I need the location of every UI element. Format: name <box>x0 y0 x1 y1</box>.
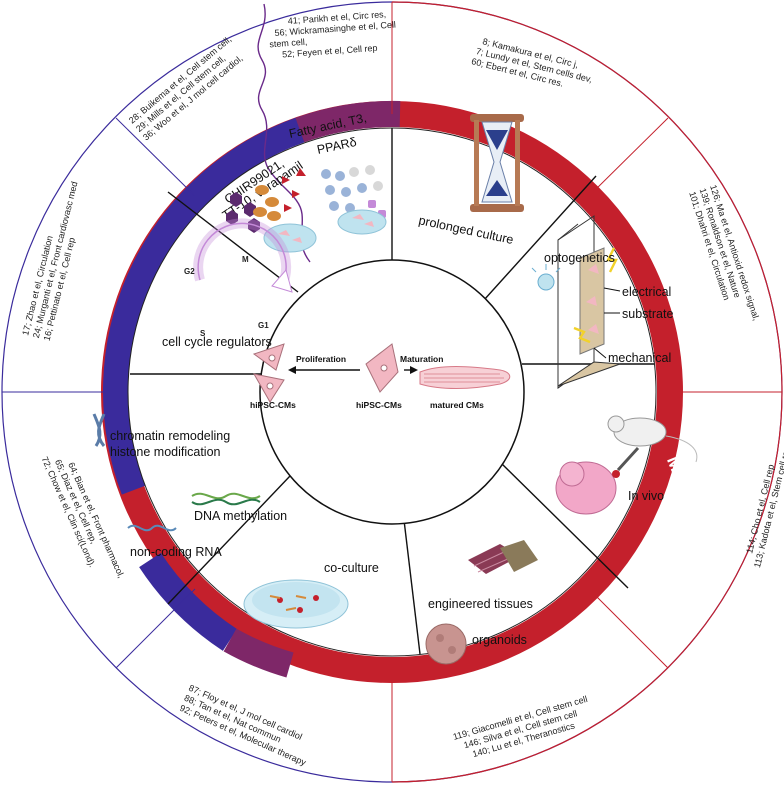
syringe-icon <box>612 446 640 478</box>
histone-label: histone modification <box>110 445 221 459</box>
in-vivo-label: In vivo <box>628 489 664 503</box>
dna-methylation-label: DNA methylation <box>194 509 287 523</box>
hipsc-cm-icon <box>365 343 399 393</box>
light-bulb-icon <box>531 264 561 291</box>
electrical-label: electrical <box>622 285 671 299</box>
ring-proliferation-arc <box>103 117 305 495</box>
noncoding-rna-label: non-coding RNA <box>130 545 222 559</box>
matured-cm-icon <box>419 366 511 389</box>
mechanical-pointer <box>593 347 607 359</box>
chromosome-icon <box>92 413 106 447</box>
sector-dividers <box>130 128 654 655</box>
rna-icon <box>127 524 177 532</box>
wavy-divider <box>257 3 269 169</box>
ring-blend-arc-bottom2 <box>223 628 294 678</box>
optogenetics-label: optogenetics <box>544 251 615 265</box>
chromatin-label: chromatin remodeling <box>110 429 230 443</box>
co-culture-label: co-culture <box>324 561 379 575</box>
dna-icon <box>191 492 261 506</box>
outer-dividers <box>391 2 782 782</box>
engineered-tissues-label: engineered tissues <box>428 597 533 611</box>
ring-blend-arc-top <box>295 100 401 143</box>
outer-dividers-blue <box>2 117 196 669</box>
center-right-cells-label: matured CMs <box>430 400 484 410</box>
culture-dish-icon <box>243 579 349 629</box>
fetal-pig-icon <box>555 461 617 515</box>
engineered-tissue-icon <box>468 540 538 574</box>
hourglass-icon <box>470 114 524 212</box>
cycle-s-label: S <box>200 329 206 338</box>
cycle-g1-label: G1 <box>258 321 269 330</box>
cell-cycle-regulators-label: cell cycle regulators <box>162 335 272 349</box>
substrate-label: substrate <box>622 307 673 321</box>
mouse-icon <box>607 415 698 463</box>
cycle-g2-label: G2 <box>184 267 195 276</box>
biophysical-device <box>557 215 621 389</box>
organoid-icon <box>425 623 467 665</box>
proliferation-arrowhead <box>288 366 296 374</box>
maturation-arrowhead <box>410 366 418 374</box>
mechanical-label: mechanical <box>608 351 671 365</box>
lightning-icon <box>573 247 618 344</box>
center-mid-cell-label: hiPSC-CMs <box>356 400 402 410</box>
center-left-cells-label: hiPSC-CMs <box>250 400 296 410</box>
ring-blend-arc-bottom <box>139 552 238 651</box>
center-maturation-label: Maturation <box>400 354 443 364</box>
center-disk <box>259 259 525 525</box>
proliferating-cells-icon <box>252 343 285 403</box>
center-proliferation-label: Proliferation <box>296 354 346 364</box>
cell-cycle-icon <box>193 218 293 293</box>
organoids-label: organoids <box>472 633 527 647</box>
metabolic-illustration <box>321 165 387 235</box>
ref-line: stem cell, <box>269 37 308 50</box>
electrical-pointer <box>603 287 621 292</box>
cycle-m-label: M <box>242 255 249 264</box>
